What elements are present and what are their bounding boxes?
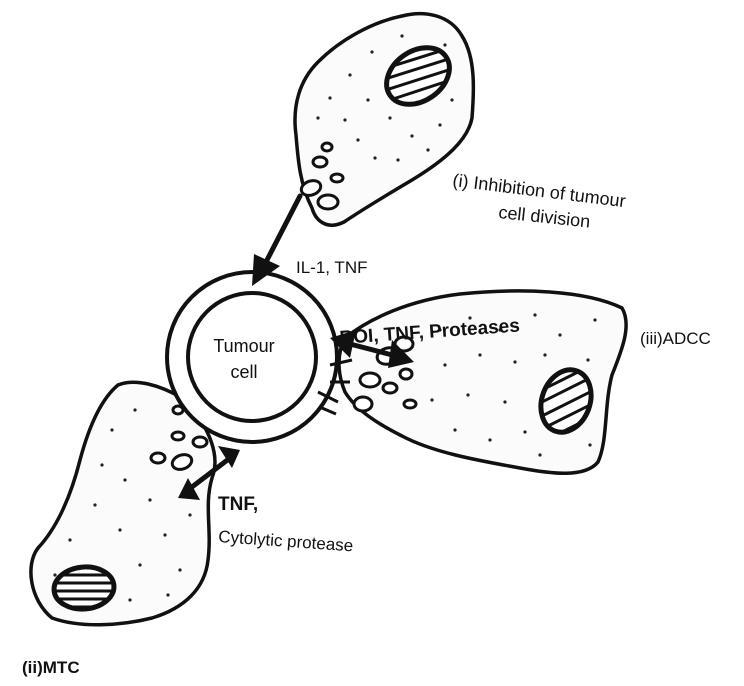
mediator-top: IL-1, TNF [296,258,367,277]
mediator-left-line1: TNF, [218,494,258,515]
caption-top-line2: cell division [498,202,592,232]
macrophage-top [295,14,473,226]
macrophage-top-body [295,14,473,226]
arrow-top-to-tumour [252,196,300,286]
caption-top-line1: (i) Inhibition of tumour [452,170,627,211]
mediator-left-line2: Cytolytic protease [218,527,354,555]
tumour-cell: Tumour cell [167,272,337,442]
tumour-cell-label-line1: Tumour [213,336,274,356]
macrophage-left [31,382,215,625]
tumour-cell-inner-membrane [188,293,316,421]
tumour-cell-label-line2: cell [230,362,257,382]
caption-right: (iii)ADCC [640,329,711,348]
caption-left: (ii)MTC [22,658,80,677]
